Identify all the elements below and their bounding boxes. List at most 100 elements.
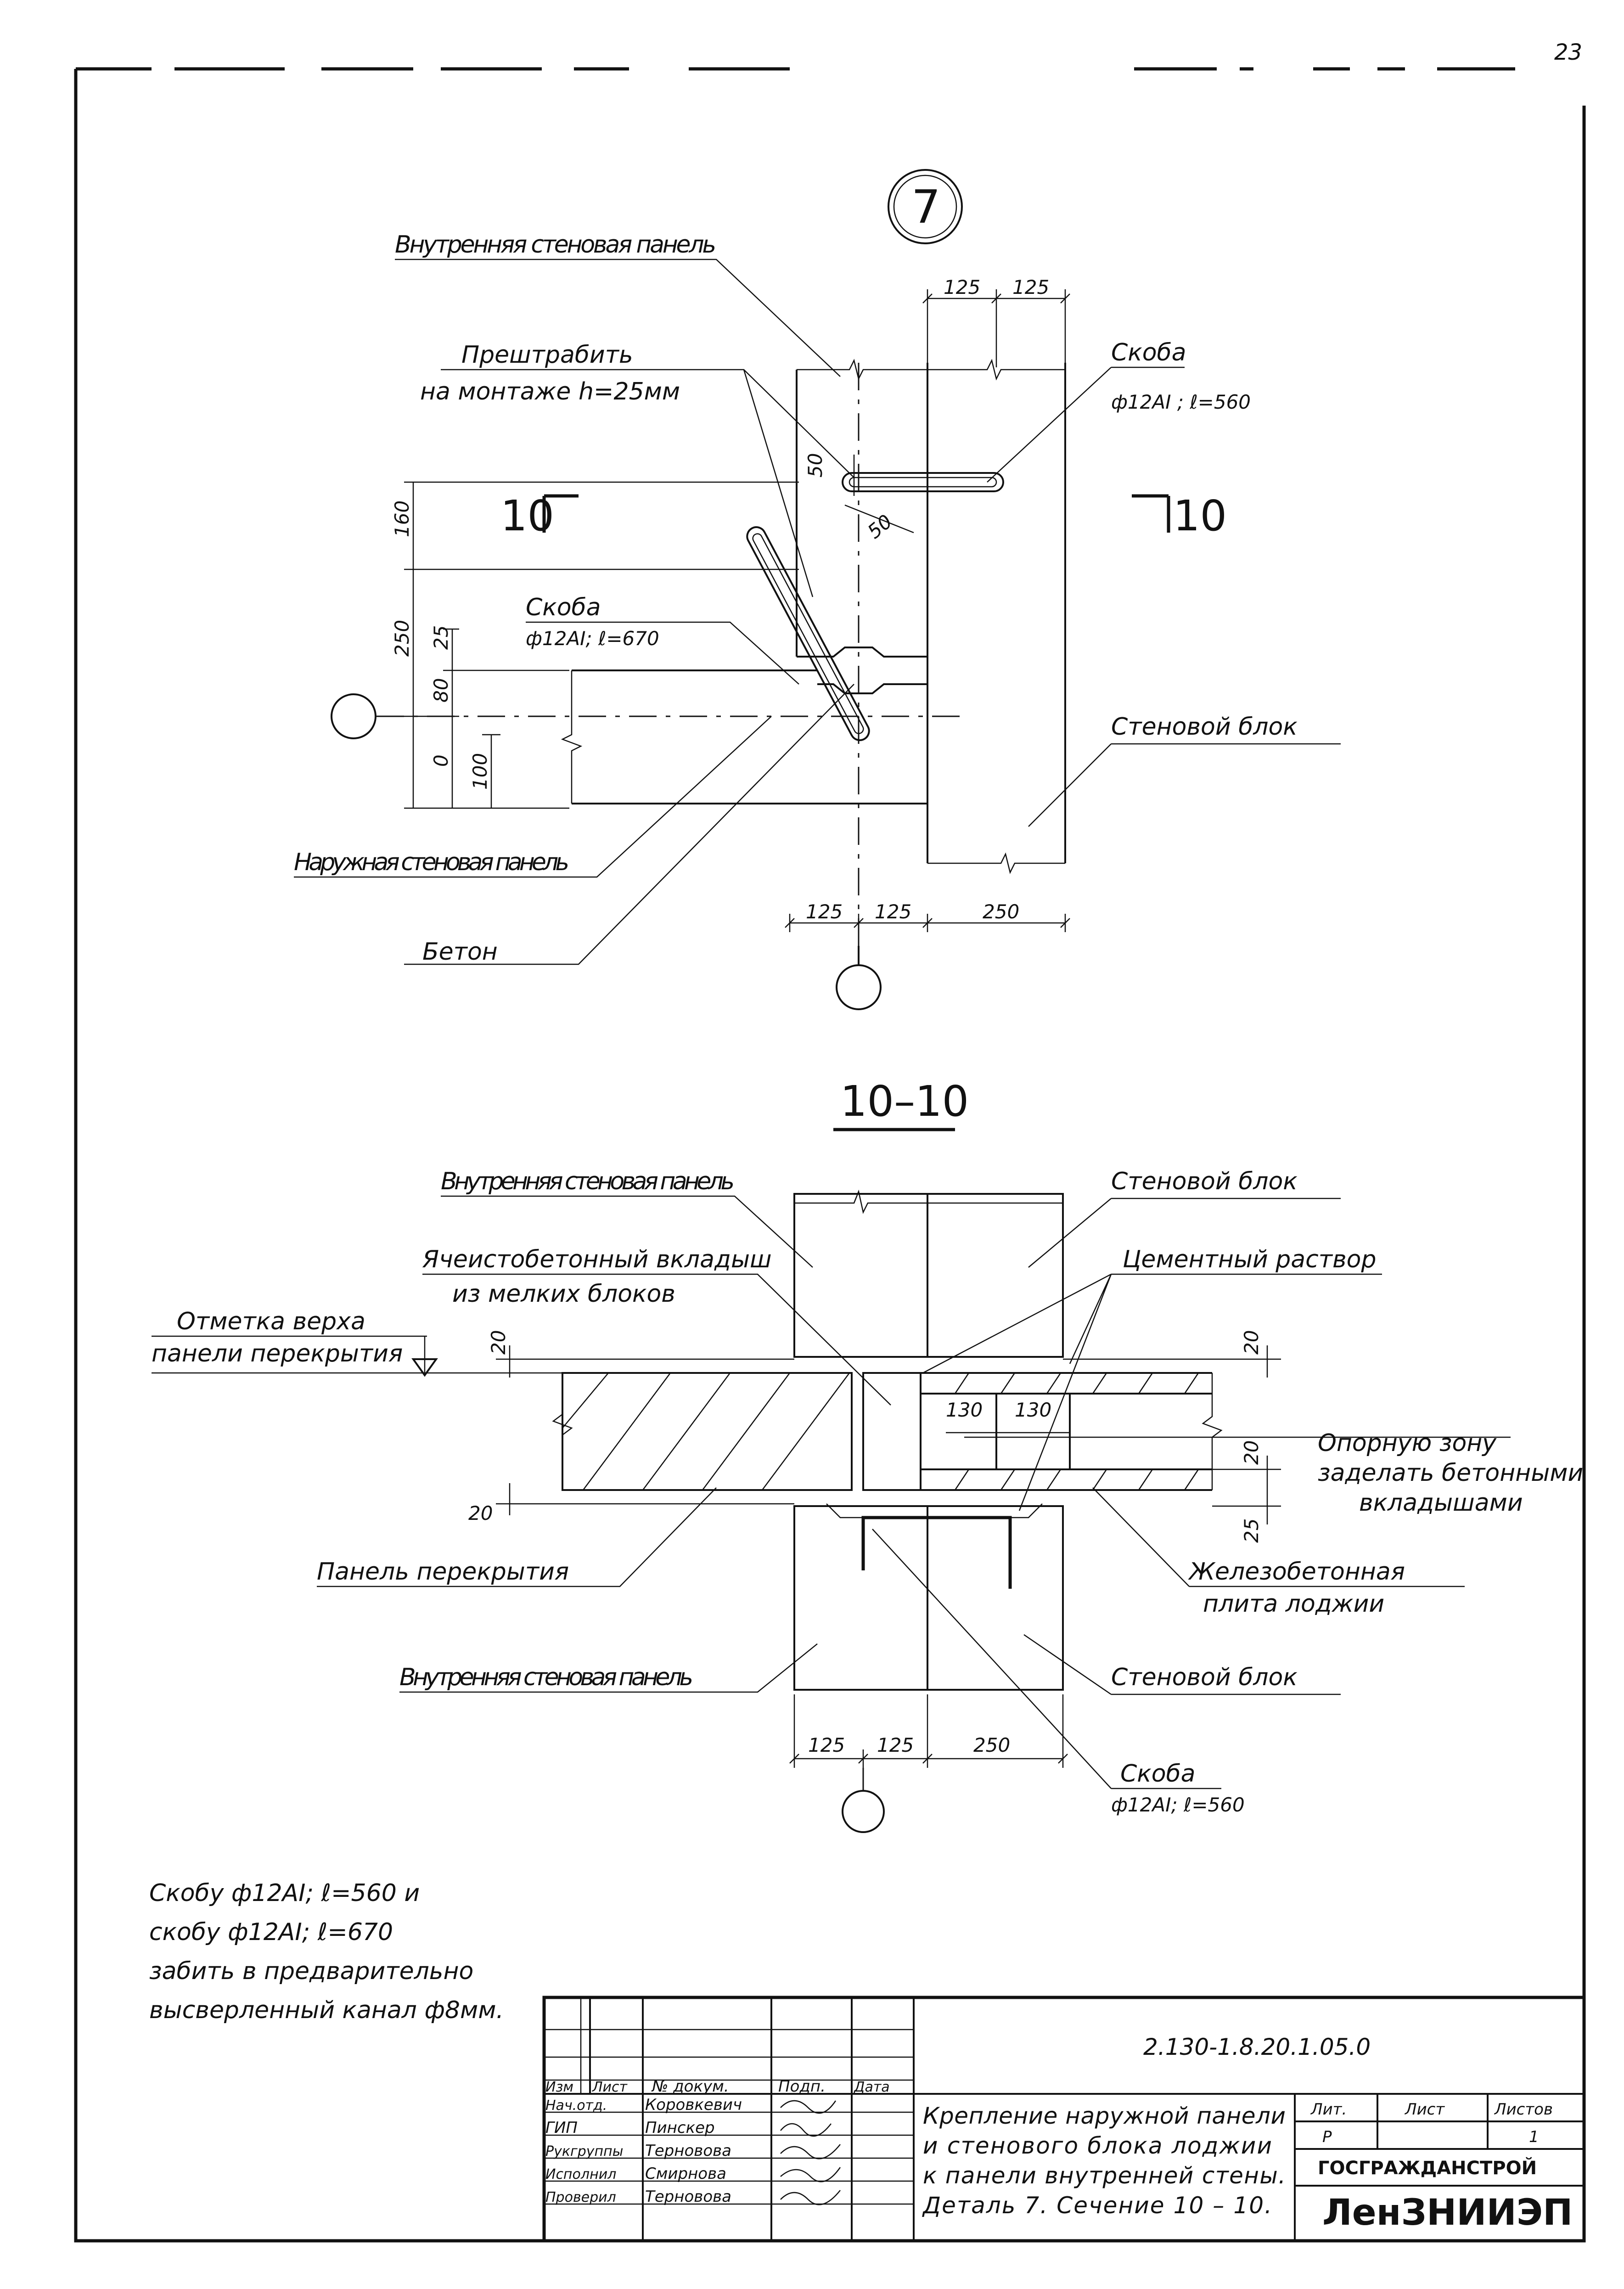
svg-text:Рукгруппы: Рукгруппы — [545, 2143, 623, 2160]
drawing-code: 2.130-1.8.20.1.05.0 — [1143, 2034, 1371, 2060]
detail-marker-number: 7 — [911, 180, 941, 234]
svg-text:Бетон: Бетон — [422, 938, 498, 966]
svg-text:25: 25 — [430, 625, 452, 650]
svg-text:250: 250 — [973, 1734, 1010, 1756]
axis-bubble-left — [331, 693, 376, 739]
svg-text:Исполнил: Исполнил — [545, 2166, 616, 2182]
level-mark: Отметка верха панели перекрытия — [152, 1308, 562, 1377]
svg-text:к панели внутренней стены.: к панели внутренней стены. — [923, 2162, 1286, 2189]
concrete-joint — [797, 647, 928, 694]
svg-text:130: 130 — [946, 1399, 983, 1421]
left-thickness-dimensions: 20 20 — [468, 1330, 794, 1524]
svg-text:Панель перекрытия: Панель перекрытия — [317, 1558, 569, 1586]
svg-text:250: 250 — [391, 620, 413, 657]
svg-text:125: 125 — [875, 900, 911, 923]
svg-text:Опорную зону: Опорную зону — [1318, 1429, 1497, 1457]
svg-text:125: 125 — [1012, 276, 1049, 298]
inner-wall-panel-plan — [796, 359, 928, 657]
svg-text:20: 20 — [468, 1502, 493, 1524]
svg-text:Нач.отд.: Нач.отд. — [545, 2098, 607, 2114]
svg-text:Стеновой блок: Стеновой блок — [1111, 1664, 1298, 1691]
svg-text:20: 20 — [1240, 1440, 1263, 1465]
label-bracket-left: Скоба ф12АI; ℓ=670 — [526, 594, 799, 685]
svg-text:Прештрабить: Прештрабить — [461, 341, 633, 369]
sec-label-insert: Ячеистобетонный вкладыш из мелких блоков — [422, 1246, 891, 1406]
svg-text:Цементный раствор: Цементный раствор — [1123, 1246, 1376, 1273]
svg-text:и стенового блока лоджии: и стенового блока лоджии — [923, 2132, 1272, 2159]
top-dimension-chain: 125 125 — [922, 276, 1070, 367]
svg-text:Внутренняя стеновая панель: Внутренняя стеновая панель — [395, 231, 716, 259]
svg-text:Проверил: Проверил — [545, 2189, 616, 2205]
svg-text:10: 10 — [1173, 491, 1227, 540]
svg-text:20: 20 — [487, 1330, 510, 1355]
org-ministry: ГОСГРАЖДАНСТРОЙ — [1318, 2157, 1537, 2179]
detail-marker-circle — [888, 169, 963, 244]
loggia-slab-section: 130 130 — [920, 1372, 1223, 1491]
svg-text:Смирнова: Смирнова — [645, 2165, 726, 2183]
signatures — [780, 2100, 841, 2205]
svg-text:Изм: Изм — [545, 2079, 573, 2095]
svg-text:Р: Р — [1322, 2128, 1332, 2146]
label-inner-panel: Внутренняя стеновая панель — [395, 231, 841, 377]
label-concrete: Бетон — [404, 684, 854, 966]
left-dimension-chain: 160 250 25 80 0 100 — [391, 481, 799, 809]
svg-text:Железобетонная: Железобетонная — [1188, 1558, 1405, 1586]
svg-text:Терновова: Терновова — [645, 2142, 731, 2160]
svg-text:заделать бетонными: заделать бетонными — [1318, 1459, 1583, 1487]
svg-text:Скоба: Скоба — [526, 594, 601, 621]
svg-text:Скоба: Скоба — [1120, 1760, 1195, 1788]
svg-text:вкладышами: вкладышами — [1359, 1489, 1523, 1517]
lower-wall-cross-section — [793, 1505, 1064, 1691]
svg-text:160: 160 — [391, 501, 413, 537]
svg-text:скобу ф12АI; ℓ=670: скобу ф12АI; ℓ=670 — [149, 1918, 393, 1946]
svg-text:ГИП: ГИП — [545, 2119, 578, 2137]
bracket-560-plan — [842, 472, 1004, 492]
svg-text:Стеновой блок: Стеновой блок — [1111, 1168, 1298, 1195]
detail-7: 7 — [294, 169, 1341, 1010]
svg-text:Отметка верха: Отметка верха — [177, 1308, 365, 1335]
section-title: 10–10 — [840, 1077, 969, 1126]
svg-text:Лист: Лист — [592, 2079, 628, 2095]
svg-text:80: 80 — [430, 678, 452, 703]
cellular-concrete-insert — [862, 1372, 922, 1491]
svg-text:№ докум.: № докум. — [651, 2077, 729, 2096]
sec-label-bracket: Скоба ф12АI; ℓ=560 — [872, 1529, 1245, 1816]
svg-text:100: 100 — [469, 753, 491, 790]
section-10-10: 10–10 130 13 — [152, 1077, 1583, 1833]
svg-text:25: 25 — [1240, 1519, 1263, 1543]
section-mark-left: 10 — [500, 491, 579, 540]
svg-text:Крепление наружной панели: Крепление наружной панели — [923, 2103, 1286, 2129]
svg-text:высверленный канал ф8мм.: высверленный канал ф8мм. — [149, 1997, 504, 2024]
sec-label-floor-panel: Панель перекрытия — [317, 1487, 717, 1587]
axis-bubble-bottom — [836, 964, 882, 1010]
svg-text:Ячеистобетонный вкладыш: Ячеистобетонный вкладыш — [422, 1246, 772, 1273]
svg-text:Внутренняя стеновая панель: Внутренняя стеновая панель — [399, 1664, 693, 1691]
svg-text:Лит.: Лит. — [1310, 2100, 1347, 2119]
page-number: 23 — [1554, 39, 1582, 65]
svg-text:Листов: Листов — [1494, 2100, 1553, 2119]
bottom-dimension-chain: 125 125 250 — [785, 900, 1070, 932]
svg-text:Терновова: Терновова — [645, 2188, 731, 2206]
svg-text:из мелких блоков: из мелких блоков — [452, 1280, 675, 1308]
svg-text:на монтаже h=25мм: на монтаже h=25мм — [420, 378, 680, 405]
label-outer-panel: Наружная стеновая панель — [294, 716, 772, 878]
svg-text:10: 10 — [500, 491, 554, 540]
section-axis-bubble — [842, 1790, 885, 1833]
svg-text:130: 130 — [1015, 1399, 1051, 1421]
svg-text:Наружная стеновая панель: Наружная стеновая панель — [294, 849, 569, 876]
sec-label-inner-panel-bottom: Внутренняя стеновая панель — [399, 1643, 818, 1693]
section-mark-right: 10 — [1132, 491, 1227, 540]
svg-text:панели перекрытия: панели перекрытия — [152, 1340, 403, 1367]
right-thickness-dimensions: 20 20 25 — [1063, 1330, 1281, 1543]
title-block: 2.130-1.8.20.1.05.0 Изм Лист № докум. По… — [542, 1996, 1586, 2243]
org-institute: ЛенЗНИИЭП — [1322, 2192, 1573, 2233]
svg-text:ф12АI; ℓ=670: ф12АI; ℓ=670 — [526, 627, 659, 650]
floor-panel-section — [552, 1372, 853, 1491]
svg-text:ф12АI; ℓ=560: ф12АI; ℓ=560 — [1111, 1794, 1245, 1816]
svg-text:ф12АI ; ℓ=560: ф12АI ; ℓ=560 — [1111, 391, 1251, 413]
svg-text:Пинскер: Пинскер — [645, 2119, 715, 2137]
sec-label-loggia-slab: Железобетонная плита лоджии — [1092, 1487, 1465, 1618]
label-bracket-top: Скоба ф12АI ; ℓ=560 — [987, 339, 1251, 483]
svg-text:забить в предварительно: забить в предварительно — [149, 1957, 473, 1985]
